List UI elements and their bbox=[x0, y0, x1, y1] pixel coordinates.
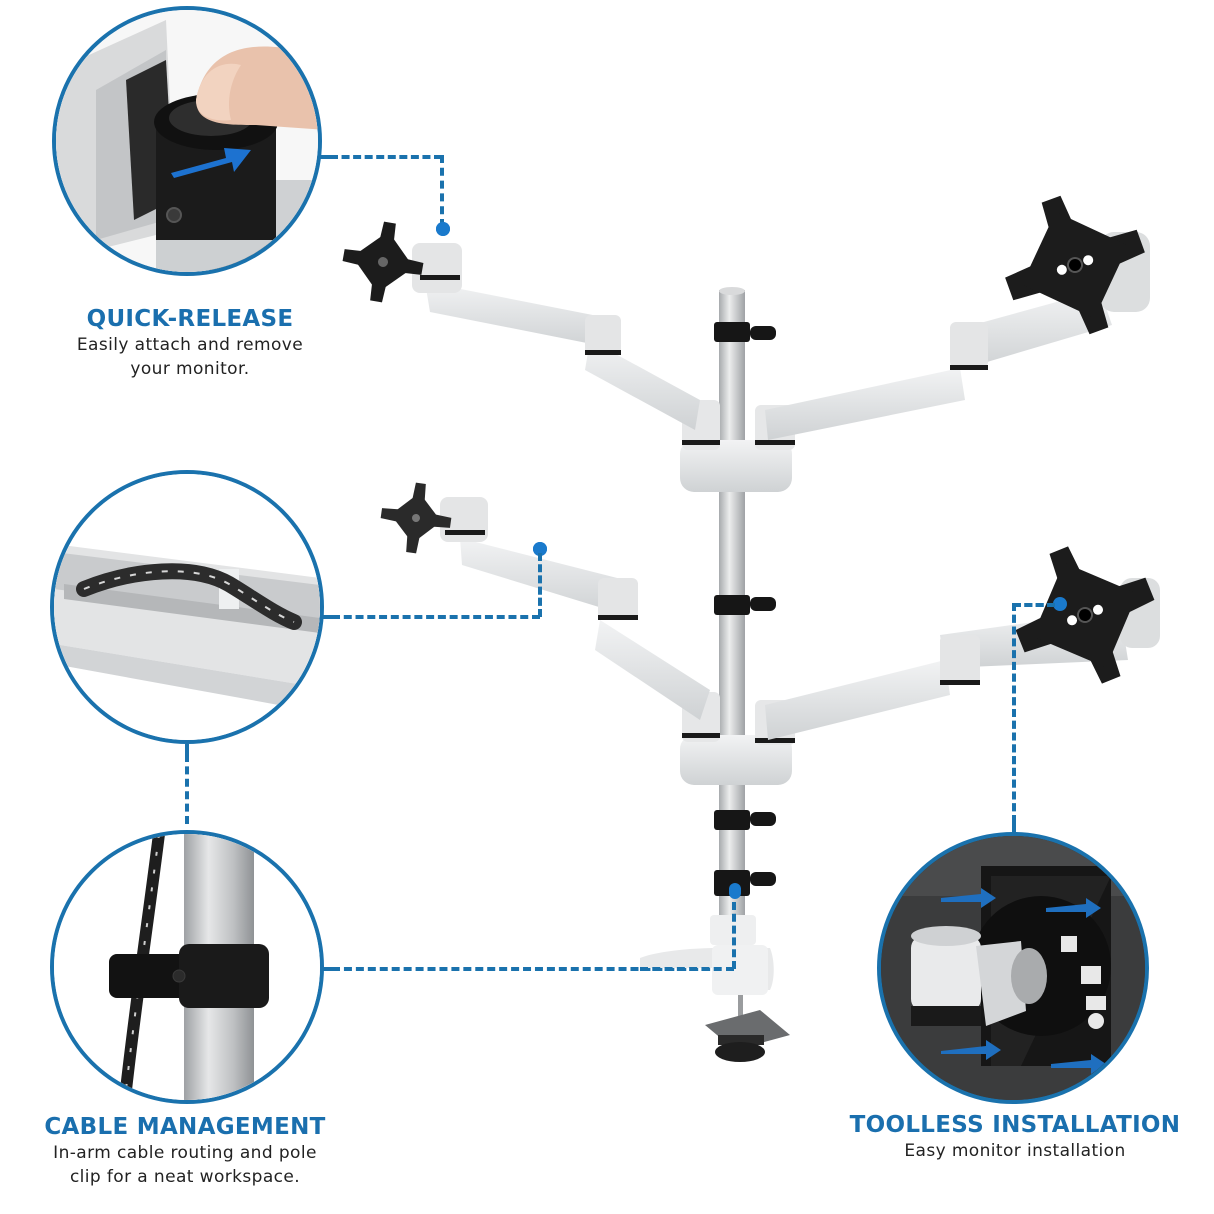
quick-release-desc-2: your monitor. bbox=[130, 359, 250, 379]
in-arm-to-pole-clip-stub-top bbox=[185, 744, 189, 754]
pole-clip-4 bbox=[714, 870, 776, 896]
toolless-installation-desc-1: Easy monitor installation bbox=[904, 1141, 1126, 1161]
quick-release-connector-h bbox=[330, 155, 442, 159]
in-arm-marker-dot-top bbox=[533, 542, 547, 556]
pole-clip-connector-v-top bbox=[732, 902, 736, 969]
pole-clip-connector-h bbox=[332, 967, 734, 971]
toolless-connector-v-top bbox=[1012, 603, 1016, 823]
cable-management-feature: CABLE MANAGEMENT In-arm cable routing an… bbox=[20, 1113, 350, 1189]
quick-release-detail-circle bbox=[52, 6, 322, 276]
toolless-installation-feature: TOOLLESS INSTALLATION Easy monitor insta… bbox=[840, 1111, 1190, 1163]
pole-clip-detail-circle bbox=[50, 830, 324, 1104]
toolless-connector-stub bbox=[1012, 822, 1016, 834]
toolless-installation-title: TOOLLESS INSTALLATION bbox=[849, 1112, 1181, 1138]
toolless-detail-circle bbox=[877, 832, 1149, 1104]
quick-release-connector-v bbox=[440, 155, 444, 227]
in-arm-cable-detail-circle bbox=[50, 470, 324, 744]
cable-management-title: CABLE MANAGEMENT bbox=[44, 1114, 326, 1140]
in-arm-connector-h bbox=[332, 615, 540, 619]
quick-release-feature: QUICK-RELEASE Easily attach and remove y… bbox=[40, 305, 340, 381]
pole-clip-2 bbox=[714, 595, 776, 615]
in-arm-to-pole-clip-connector bbox=[185, 754, 189, 824]
quick-release-marker-dot-top bbox=[436, 222, 450, 236]
pole-clip-3 bbox=[714, 810, 776, 830]
quick-release-title: QUICK-RELEASE bbox=[86, 306, 294, 332]
in-arm-cable-photo bbox=[54, 474, 320, 740]
vesa-plate-lower-left bbox=[380, 482, 452, 554]
pole-clip-1 bbox=[714, 322, 776, 342]
vesa-plate-upper-left bbox=[342, 221, 424, 303]
toolless-connector-h-top bbox=[1013, 603, 1055, 607]
pole-clip-photo bbox=[54, 834, 320, 1100]
pole-clip-marker-dot-top bbox=[729, 883, 741, 899]
in-arm-connector-stub bbox=[322, 615, 332, 619]
toolless-marker-dot-top bbox=[1053, 597, 1067, 611]
vesa-plate-lower-right bbox=[1015, 546, 1155, 684]
cable-management-desc-2: clip for a neat workspace. bbox=[69, 1167, 301, 1187]
in-arm-connector-v-top bbox=[538, 553, 542, 617]
quick-release-desc-1: Easily attach and remove bbox=[76, 335, 304, 355]
vesa-plate-upper-right bbox=[1005, 195, 1145, 335]
quick-release-connector-stub bbox=[320, 155, 330, 159]
pole-clip-connector-h-top bbox=[640, 967, 734, 971]
cable-management-desc-1: In-arm cable routing and pole bbox=[53, 1143, 317, 1163]
pole-clip-connector-stub bbox=[322, 967, 332, 971]
